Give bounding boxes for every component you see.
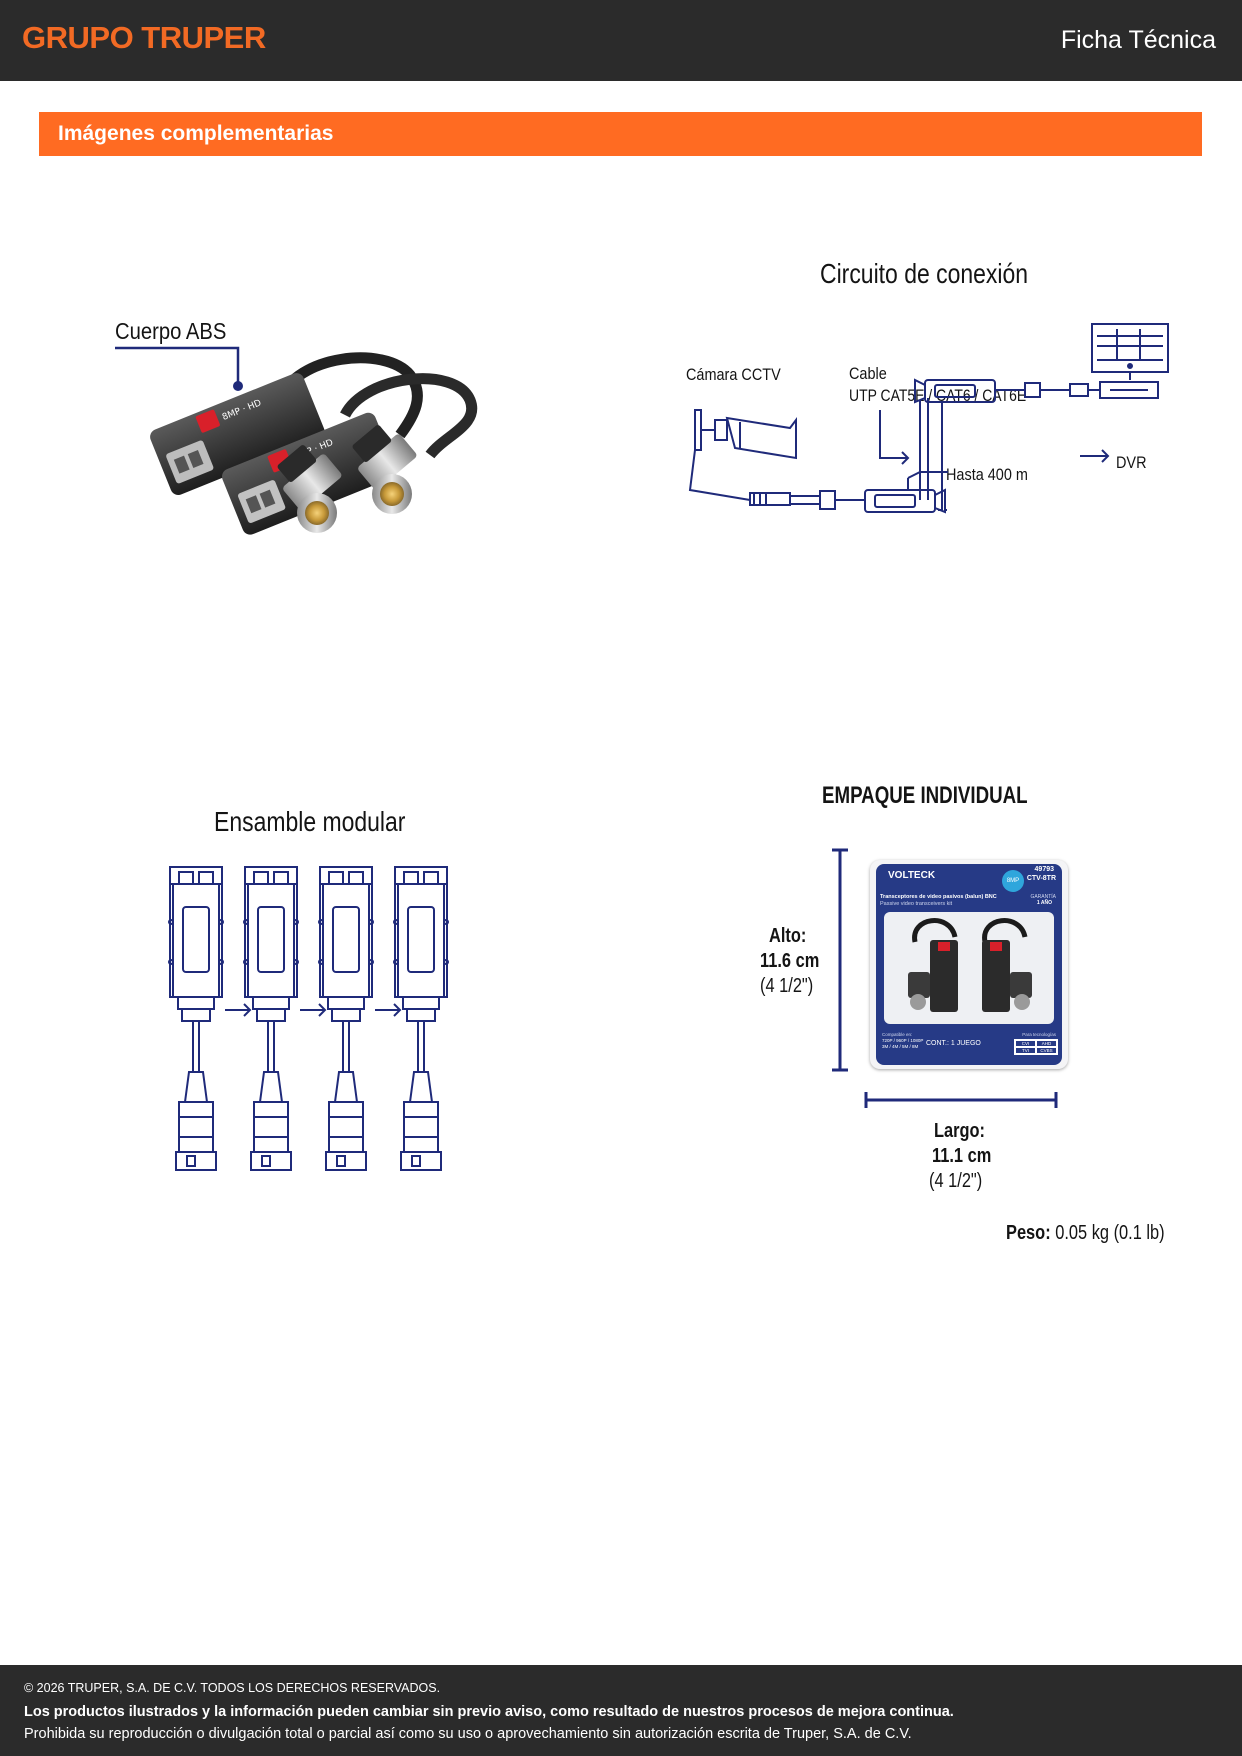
cable-label-2: UTP CAT5E / CAT6 / CAT6E	[849, 386, 1027, 405]
body-label-leader	[115, 346, 243, 391]
height-dimension	[832, 848, 848, 1072]
section-title: Imágenes complementarias	[58, 122, 334, 145]
cable-label-1: Cable	[849, 364, 887, 383]
height-label: Alto:	[769, 925, 807, 947]
weight-label: Peso:	[1006, 1222, 1051, 1244]
package-photo: VOLTECK 49793 CTV-8TR 8MP Transceptores …	[870, 860, 1068, 1069]
footer-notice: Los productos ilustrados y la informació…	[24, 1704, 954, 1720]
package-tech-cvi: CVI	[1015, 1040, 1036, 1047]
package-model: CTV-8TR	[1026, 875, 1056, 882]
page-header: GRUPO TRUPER Ficha Técnica	[0, 0, 1242, 81]
package-code: 49793	[1034, 866, 1054, 873]
footer-copyright: © 2026 TRUPER, S.A. DE C.V. TODOS LOS DE…	[24, 1681, 441, 1695]
modular-assembly-diagram	[168, 866, 449, 1171]
distance-label: Hasta 400 m	[946, 465, 1028, 484]
package-desc-es: Transceptores de video pasivos (balun) B…	[880, 894, 997, 900]
package-warranty: GARANTÍA	[1030, 894, 1056, 900]
package-tech-tvi: TVI	[1015, 1047, 1036, 1054]
camera-label: Cámara CCTV	[686, 365, 781, 384]
package-badge: 8MP	[1002, 870, 1024, 892]
package-warranty-term: 1 AÑO	[1036, 900, 1052, 906]
width-dimension	[864, 1092, 1058, 1108]
section-bar: Imágenes complementarias	[39, 112, 1202, 156]
package-tech-ahd: AHD	[1036, 1040, 1057, 1047]
height-in: (4 1/2")	[760, 975, 814, 997]
modular-title: Ensamble modular	[214, 806, 406, 837]
width-cm: 11.1 cm	[932, 1145, 992, 1167]
package-contents: CONT.: 1 JUEGO	[926, 1040, 981, 1047]
body-label: Cuerpo ABS	[115, 318, 227, 344]
package-compat: 720P / 960P / 1080P	[882, 1038, 924, 1043]
package-title: EMPAQUE INDIVIDUAL	[822, 782, 1028, 809]
package-baluns	[908, 918, 1032, 1012]
height-cm: 11.6 cm	[760, 950, 820, 972]
weight: Peso: 0.05 kg (0.1 lb)	[1006, 1222, 1165, 1245]
width-in: (4 1/2")	[929, 1170, 983, 1192]
package-tech-cvbs: CVBS	[1036, 1047, 1057, 1054]
package-compat2: 3M / 4M / 5M / 8M	[882, 1044, 919, 1049]
width-label: Largo:	[934, 1120, 986, 1142]
balun-product-photo: 8MP · HD 8MP · HD	[150, 352, 478, 535]
page-footer: © 2026 TRUPER, S.A. DE C.V. TODOS LOS DE…	[0, 1665, 1242, 1756]
connection-circuit-diagram	[688, 323, 1169, 514]
weight-value: 0.05 kg (0.1 lb)	[1055, 1222, 1165, 1244]
footer-prohibition: Prohibida su reproducción o divulgación …	[24, 1726, 912, 1742]
dvr-label: DVR	[1116, 453, 1147, 472]
circuit-title: Circuito de conexión	[820, 258, 1029, 289]
package-tech-label: Para tecnologías	[1022, 1032, 1056, 1037]
package-compat-label: Compatible en:	[882, 1032, 913, 1037]
document-type: Ficha Técnica	[1060, 26, 1216, 54]
brand-logo: GRUPO TRUPER	[22, 20, 266, 55]
package-tech-grid: CVI AHD TVI CVBS	[1014, 1039, 1058, 1055]
package-brand: VOLTECK	[888, 870, 936, 881]
package-desc-en: Passive video transceivers kit	[880, 901, 953, 907]
